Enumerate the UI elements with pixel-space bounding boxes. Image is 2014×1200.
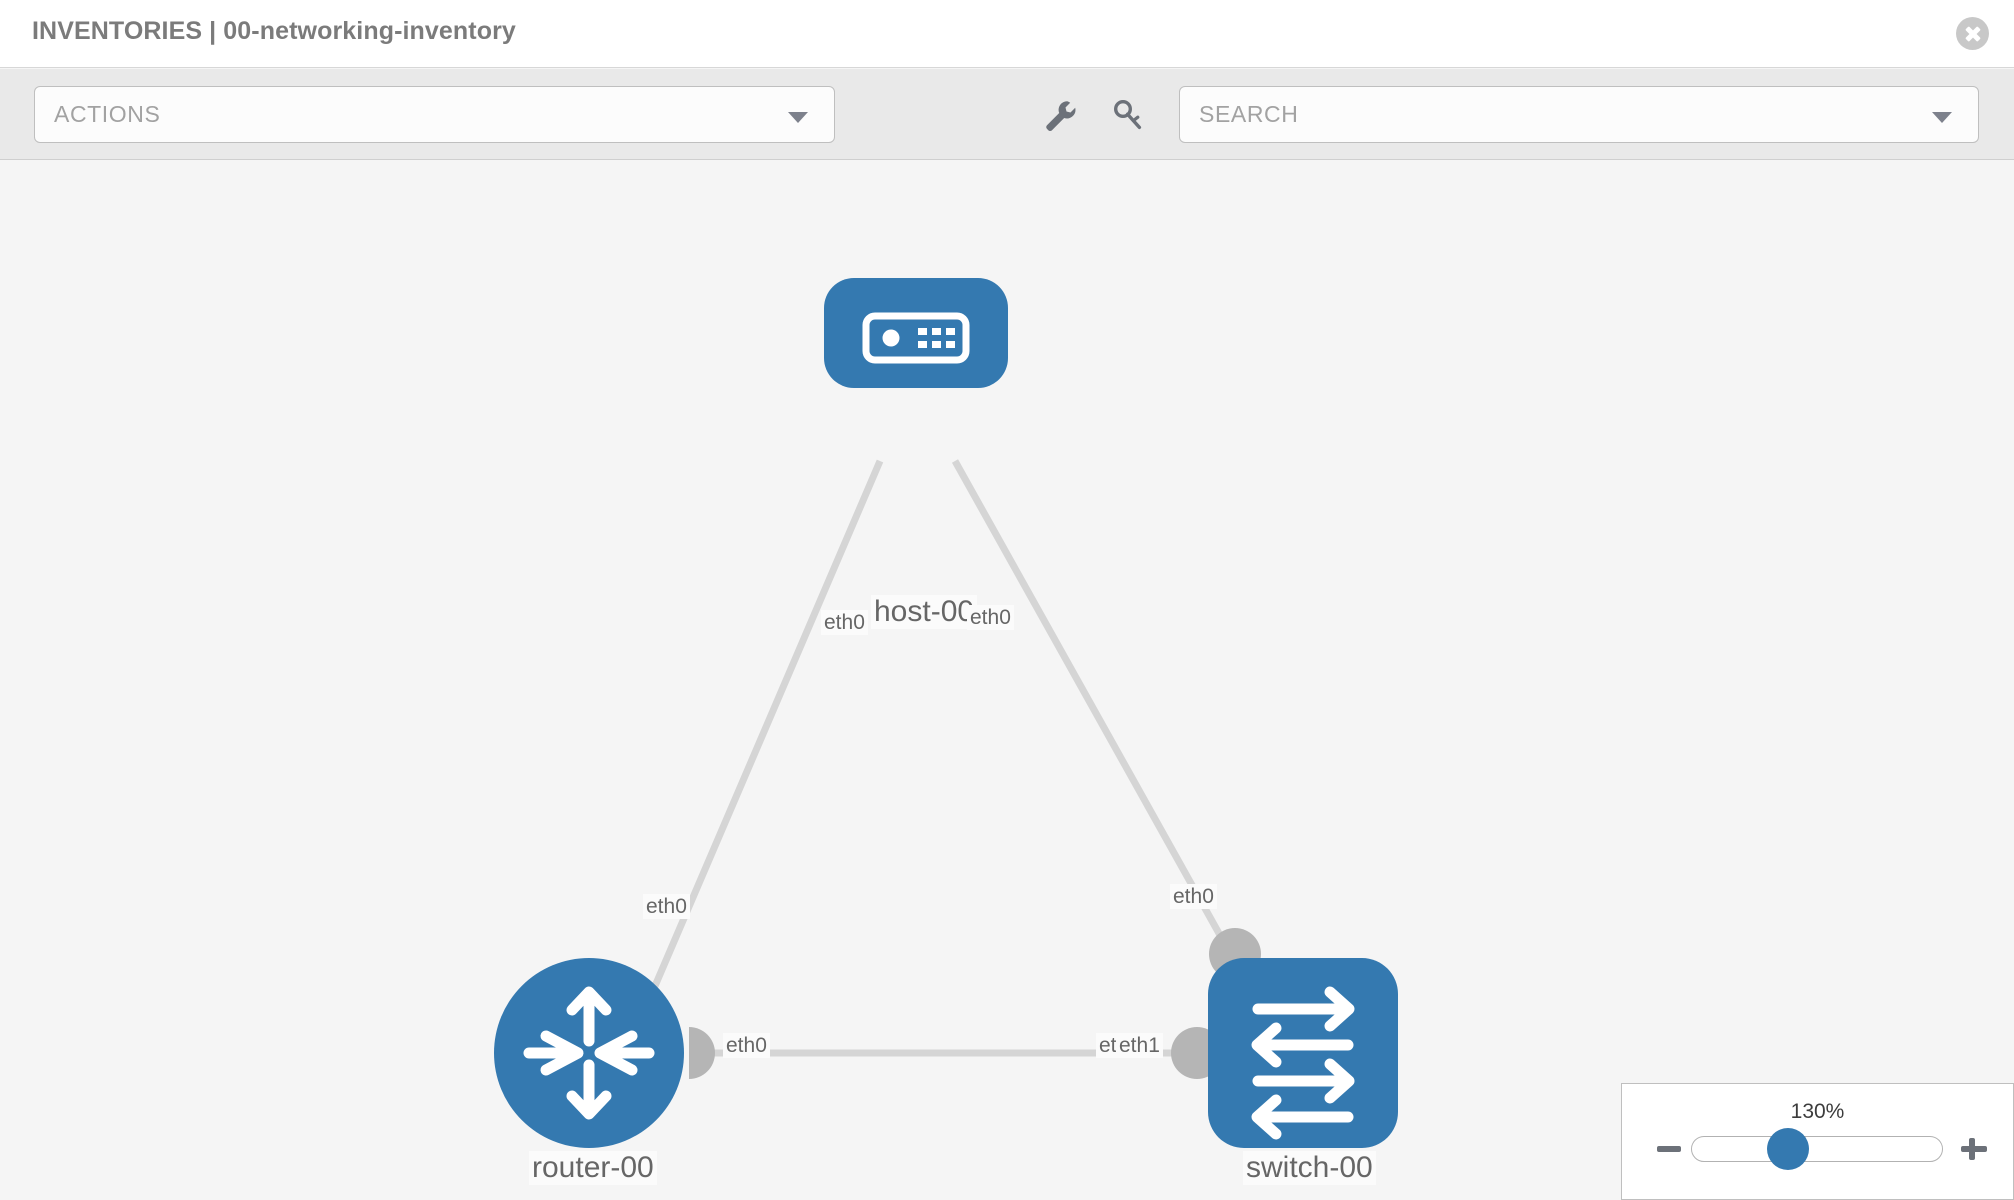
search-input[interactable]: SEARCH bbox=[1179, 86, 1979, 143]
title-bar: INVENTORIES | 00-networking-inventory bbox=[0, 0, 2014, 68]
actions-dropdown-label: ACTIONS bbox=[54, 101, 161, 127]
minus-icon[interactable] bbox=[1655, 1134, 1685, 1164]
interface-label-router00-up: eth0 bbox=[643, 894, 690, 919]
interface-router00-right bbox=[689, 1027, 715, 1079]
chevron-down-icon bbox=[788, 112, 808, 123]
topology-links bbox=[636, 459, 1244, 1057]
chevron-down-icon[interactable] bbox=[1932, 112, 1952, 123]
node-label-host-00: host-00 bbox=[871, 595, 978, 629]
topology-canvas[interactable]: host-00 router-00 switch-00 eth0 eth0 et… bbox=[0, 161, 2014, 1200]
node-label-router-00: router-00 bbox=[529, 1151, 657, 1185]
zoom-slider-thumb[interactable] bbox=[1767, 1128, 1809, 1170]
interface-label-switch00-up: eth0 bbox=[1170, 884, 1217, 909]
switch-arrows-icon bbox=[1251, 986, 1355, 1140]
node-router-00-shape bbox=[494, 958, 684, 1148]
router-arrows-icon bbox=[523, 986, 655, 1120]
topology-graph bbox=[494, 278, 1398, 1148]
interface-label-host00-right: eth0 bbox=[967, 605, 1014, 630]
close-icon[interactable] bbox=[1956, 17, 1989, 50]
page-title: INVENTORIES | 00-networking-inventory bbox=[32, 17, 516, 45]
interface-label-switch00-left-eth1: eth1 bbox=[1116, 1033, 1163, 1058]
node-switch-00 bbox=[1208, 958, 1398, 1148]
zoom-control-panel: 130% bbox=[1621, 1083, 2014, 1200]
wrench-icon[interactable] bbox=[1042, 97, 1078, 133]
zoom-level-label: 130% bbox=[1790, 1100, 1845, 1123]
node-host-00-shape bbox=[824, 278, 1008, 388]
node-label-switch-00: switch-00 bbox=[1243, 1151, 1376, 1185]
zoom-slider-track[interactable] bbox=[1691, 1136, 1943, 1162]
node-host-00 bbox=[824, 278, 1008, 388]
search-placeholder: SEARCH bbox=[1199, 101, 1299, 127]
node-router-00 bbox=[494, 958, 684, 1148]
plus-icon[interactable] bbox=[1959, 1134, 1989, 1164]
interface-label-router00-right: eth0 bbox=[723, 1033, 770, 1058]
key-icon[interactable] bbox=[1110, 97, 1146, 133]
toolbar: ACTIONS SEARCH bbox=[0, 69, 2014, 160]
actions-dropdown[interactable]: ACTIONS bbox=[34, 86, 835, 143]
link-host00-router00 bbox=[636, 459, 884, 1023]
interface-label-host00-left: eth0 bbox=[821, 610, 868, 635]
server-icon bbox=[862, 312, 970, 364]
